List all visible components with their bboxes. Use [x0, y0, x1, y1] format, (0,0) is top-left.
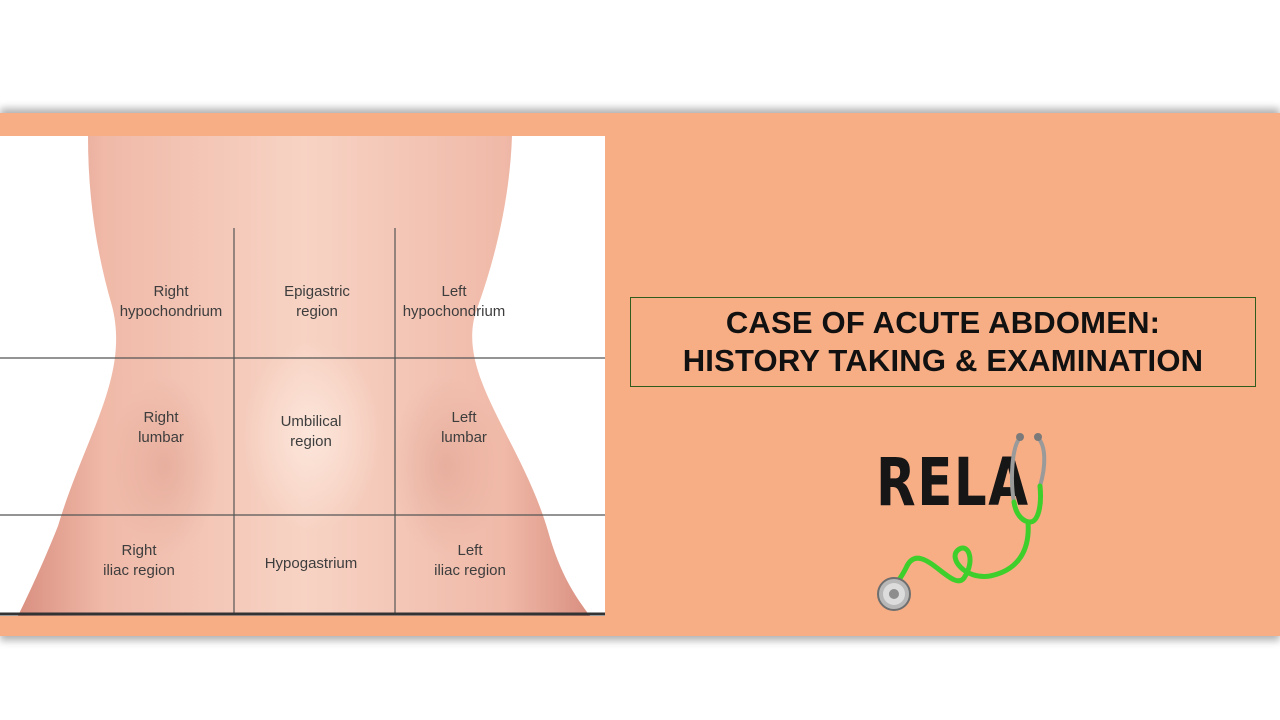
torso-illustration [0, 136, 605, 616]
label-hypogastrium: Hypogastrium [264, 555, 358, 572]
region-grid-lines [0, 228, 605, 614]
relay-logo: RELA [870, 430, 1060, 620]
shading-center [242, 341, 382, 531]
shading-left [110, 376, 220, 556]
shading-right [390, 376, 500, 556]
title-box: CASE OF ACUTE ABDOMEN: HISTORY TAKING & … [630, 297, 1256, 387]
title-line-2: HISTORY TAKING & EXAMINATION [682, 343, 1204, 378]
stethoscope-icon [877, 433, 1047, 611]
title-line-1: CASE OF ACUTE ABDOMEN: [725, 305, 1161, 340]
logo-text: RELA [876, 444, 1030, 521]
